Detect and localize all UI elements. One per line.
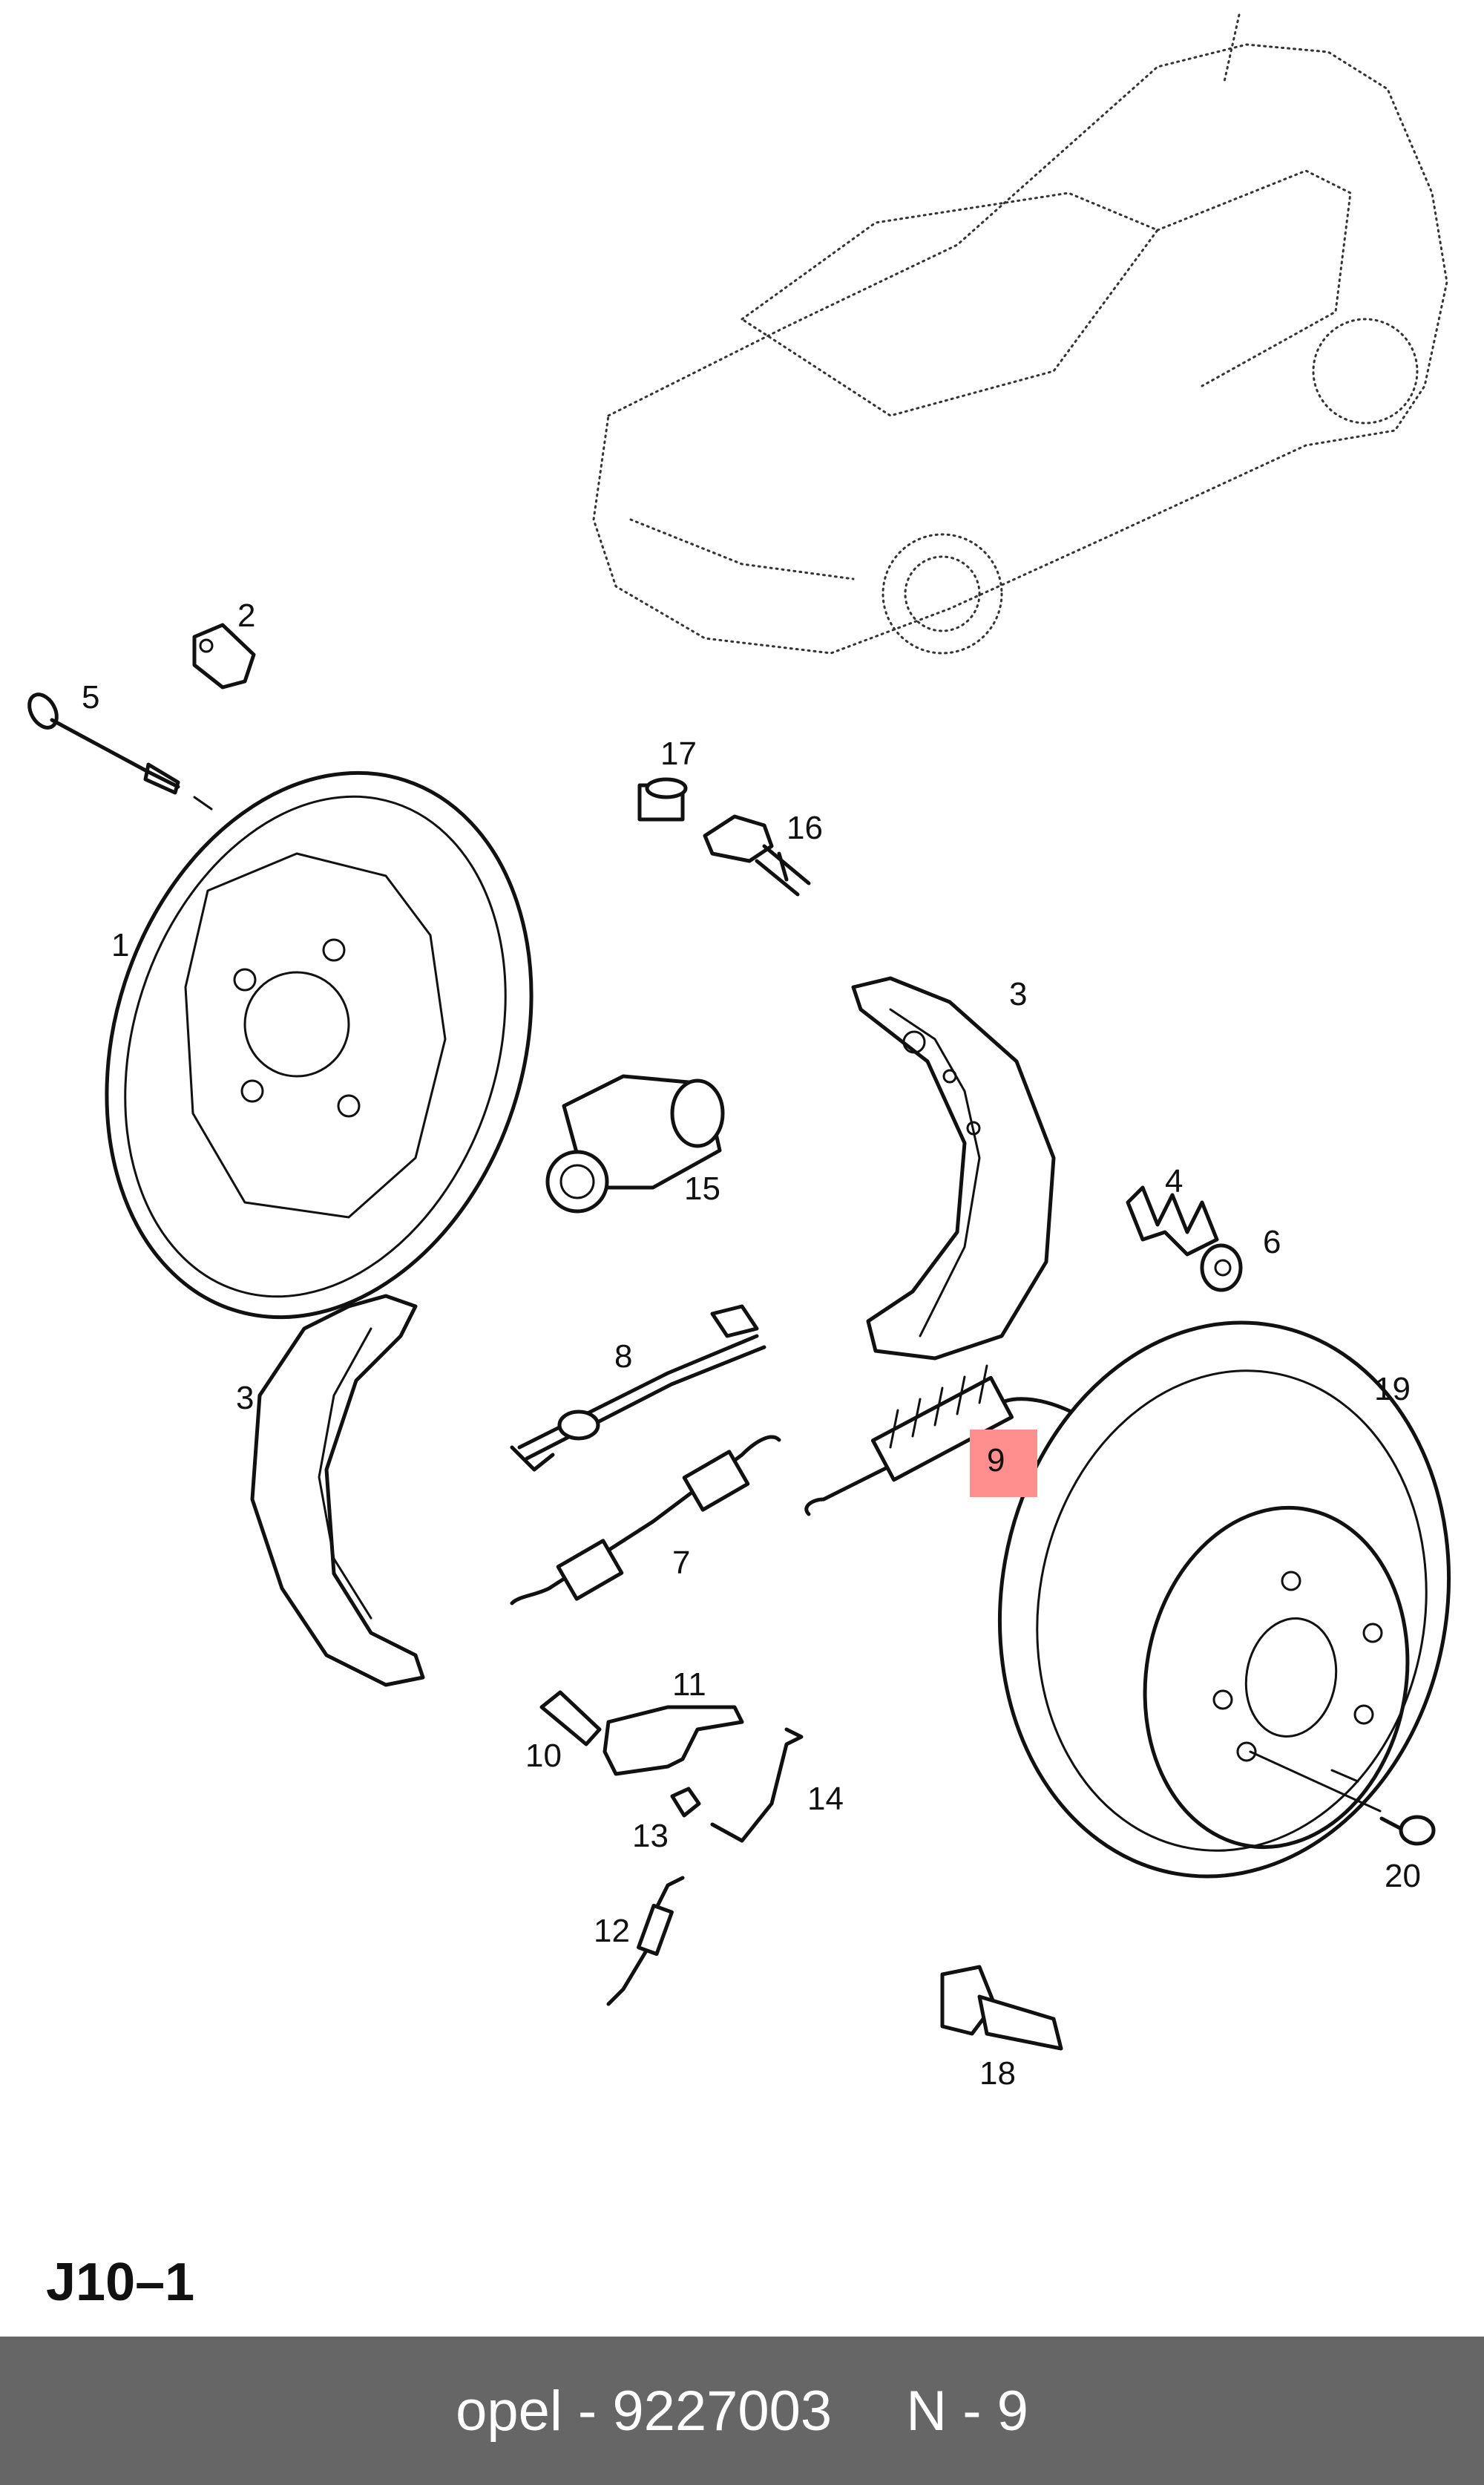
callout-1: 1 [111, 927, 130, 963]
backing-plate [105, 770, 533, 1320]
callout-6: 6 [1263, 1224, 1281, 1260]
drum-screw [1379, 1815, 1436, 1846]
retaining-clip [670, 1787, 701, 1818]
pin [539, 1690, 602, 1746]
callout-10: 10 [525, 1738, 562, 1774]
callout-4: 4 [1165, 1163, 1183, 1199]
bleeder-screw [703, 814, 811, 897]
brake-shoe-lower [250, 1294, 425, 1687]
callout-16: 16 [787, 810, 823, 846]
footer-part-number: opel - 9227003 [456, 2379, 833, 2443]
wheel-cylinder [545, 1074, 725, 1214]
hold-down-spring [1126, 1185, 1219, 1257]
callout-12: 12 [594, 1913, 630, 1949]
callout-8: 8 [614, 1338, 633, 1375]
footer-bar: opel - 9227003 N - 9 [0, 2337, 1484, 2485]
callout-19: 19 [1374, 1371, 1411, 1407]
callout-11: 11 [672, 1666, 706, 1703]
callout-2: 2 [237, 597, 256, 634]
spring-cup [1200, 1243, 1243, 1292]
footer-position: N - 9 [906, 2379, 1028, 2443]
callout-9: 9 [987, 1442, 1005, 1479]
callout-20: 20 [1385, 1858, 1421, 1894]
return-spring-upper [804, 1364, 1078, 1516]
callout-3-lower: 3 [236, 1380, 255, 1416]
dust-cap [637, 777, 688, 822]
diagram-code: J10–1 [46, 2253, 195, 2312]
brake-shoe-upper [851, 976, 1056, 1361]
callout-7: 7 [672, 1545, 691, 1581]
adjuster-strut [510, 1304, 766, 1472]
retainer-pin [27, 693, 213, 811]
parking-brake-lever [603, 1705, 744, 1776]
callout-3-upper: 3 [1009, 976, 1028, 1012]
highlight-box [970, 1430, 1037, 1497]
callout-17: 17 [660, 736, 697, 772]
callout-15: 15 [684, 1171, 720, 1207]
callout-5: 5 [82, 679, 100, 716]
brake-drum [997, 1320, 1451, 1879]
callout-18: 18 [979, 2055, 1016, 2092]
hub-bolt [940, 1965, 1063, 2051]
small-spring [606, 1876, 685, 2006]
callout-13: 13 [632, 1818, 669, 1854]
spring-clip [710, 1727, 804, 1843]
callout-14: 14 [807, 1781, 844, 1817]
leader-lines [1330, 1769, 1359, 1783]
return-spring-lower [510, 1435, 781, 1605]
car-illustration [592, 13, 1448, 655]
bleed-cap [192, 623, 256, 690]
